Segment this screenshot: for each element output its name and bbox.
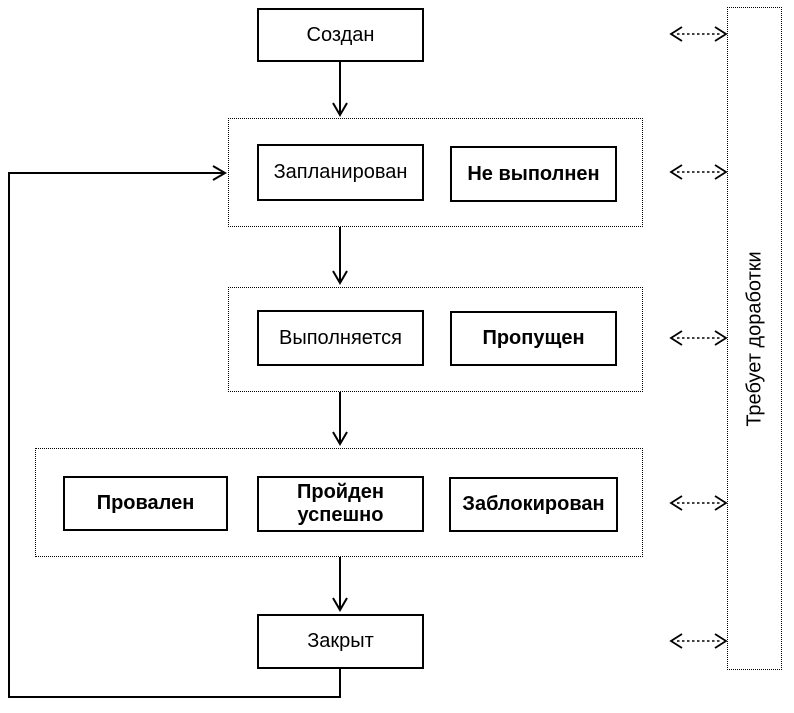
stage1-group xyxy=(228,118,643,227)
stage3-rework-double-arrow-icon xyxy=(669,495,728,511)
stage2-group xyxy=(228,287,643,392)
node-blocked-label: Заблокирован xyxy=(462,493,605,515)
stage3-group xyxy=(35,448,643,557)
node-created: Создан xyxy=(257,8,424,62)
node-closed-label: Закрыт xyxy=(307,630,374,652)
node-skipped-label: Пропущен xyxy=(482,327,585,349)
stage1-to-stage2-arrow-icon xyxy=(332,227,348,285)
created-to-stage1-arrow-icon xyxy=(332,62,348,117)
node-planned-label: Запланирован xyxy=(273,161,408,183)
node-blocked: Заблокирован xyxy=(449,477,618,532)
node-not-executed: Не выполнен xyxy=(450,146,617,202)
node-executing: Выполняется xyxy=(257,310,424,366)
stage1-rework-double-arrow-icon xyxy=(669,164,728,180)
stage2-rework-double-arrow-icon xyxy=(669,330,728,346)
node-skipped: Пропущен xyxy=(450,311,617,366)
created-rework-double-arrow-icon xyxy=(669,26,728,42)
node-created-label: Создан xyxy=(306,23,375,46)
node-passed: Пройден успешно xyxy=(257,476,424,532)
node-closed: Закрыт xyxy=(257,614,424,669)
node-passed-label: Пройден успешно xyxy=(296,481,384,526)
rework-panel: Требует доработки xyxy=(727,7,782,670)
node-executing-label: Выполняется xyxy=(279,326,402,349)
stage3-to-closed-arrow-icon xyxy=(332,557,348,612)
node-failed-label: Провален xyxy=(96,492,195,514)
node-planned: Запланирован xyxy=(257,144,424,201)
closed-rework-double-arrow-icon xyxy=(669,633,728,649)
node-not-executed-label: Не выполнен xyxy=(467,162,600,185)
closed-to-planned-feedback-arrow-icon xyxy=(8,165,341,698)
node-failed: Провален xyxy=(63,476,228,531)
stage2-to-stage3-arrow-icon xyxy=(332,392,348,446)
rework-panel-label: Требует доработки xyxy=(743,250,765,427)
